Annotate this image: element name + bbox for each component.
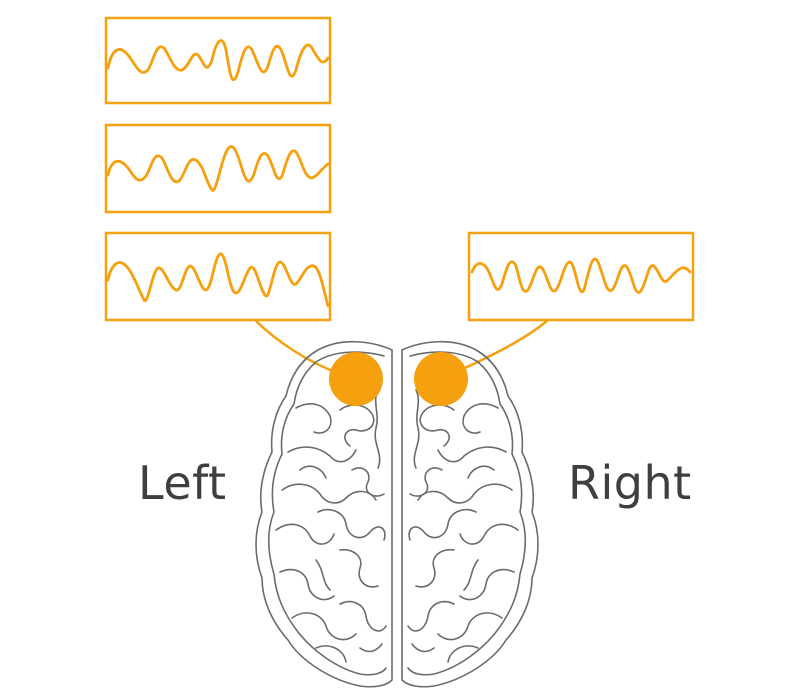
- right-hemisphere-label: Right: [568, 456, 692, 510]
- eeg-waveform-icon: [106, 252, 330, 308]
- right-hemisphere: [401, 340, 539, 688]
- eeg-waveform-icon: [470, 257, 692, 294]
- eeg-waveform-icon: [106, 145, 330, 192]
- left-hemisphere: [255, 340, 393, 688]
- eeg-box-4: [467, 231, 695, 322]
- eeg-box-2: [104, 123, 332, 214]
- left-hemisphere-label: Left: [138, 456, 227, 510]
- brain-icon: [255, 340, 539, 688]
- right-electrode-icon: [414, 352, 468, 406]
- left-electrode-icon: [329, 352, 383, 406]
- eeg-box-1: [104, 16, 332, 105]
- eeg-box-3: [104, 231, 332, 322]
- eeg-waveform-icon: [106, 39, 330, 81]
